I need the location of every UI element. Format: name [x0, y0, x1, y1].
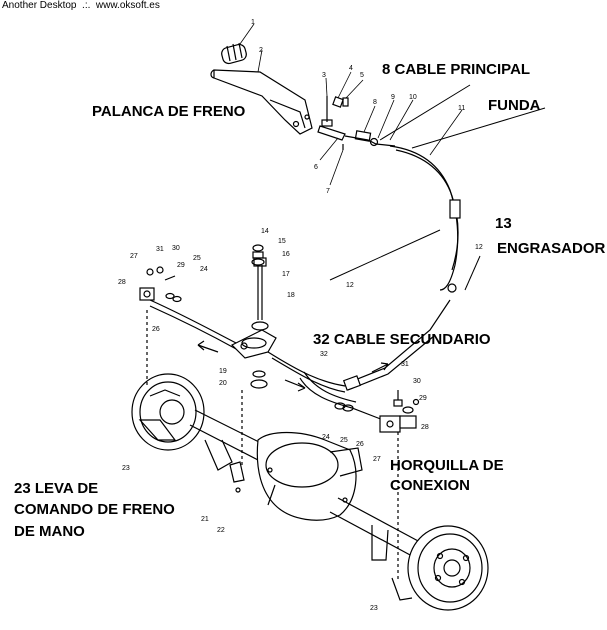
left-cable-end-parts	[139, 266, 182, 303]
secondary-cable-drawing	[149, 257, 451, 433]
callout-23-right: 23	[370, 605, 378, 612]
callout-29-bottom: 29	[419, 395, 427, 402]
callout-31-bottom: 31	[401, 361, 409, 368]
callout-25-bottom: 25	[340, 437, 348, 444]
label-horquilla-line2: CONEXION	[390, 477, 471, 494]
callout-3: 3	[322, 72, 326, 79]
callout-31-top: 31	[156, 246, 164, 253]
callout-8: 8	[373, 99, 377, 106]
callout-21: 21	[201, 516, 209, 523]
label-horquilla-line1: HORQUILLA DE	[390, 457, 504, 474]
label-leva-line3: DE MANO	[14, 523, 85, 540]
main-cable-sheath	[389, 145, 459, 291]
callout-16: 16	[282, 251, 290, 258]
callout-7: 7	[326, 188, 330, 195]
callout-19: 19	[219, 368, 227, 375]
label-leva-line1: 23 LEVA DE	[14, 480, 99, 497]
brake-lever-drawing	[210, 42, 396, 150]
callout-30-top: 30	[172, 245, 180, 252]
callout-9: 9	[391, 94, 395, 101]
callout-20: 20	[219, 380, 227, 387]
callout-11: 11	[458, 105, 465, 112]
callout-18: 18	[287, 292, 295, 299]
handle-grip	[221, 42, 247, 65]
callout-15: 15	[278, 238, 286, 245]
callout-12: 12	[346, 282, 354, 289]
label-leva-line2: COMANDO DE FRENO	[14, 501, 175, 518]
callout-32: 32	[320, 351, 328, 358]
callout-27-top: 27	[130, 253, 138, 260]
callout-25-top: 25	[193, 255, 201, 262]
callout-24-bottom: 24	[322, 434, 330, 441]
callout-29-top: 29	[177, 262, 185, 269]
label-cable-principal: 8 CABLE PRINCIPAL	[382, 61, 531, 78]
callout-12-top: 12	[475, 244, 483, 251]
label-palanca-de-freno: PALANCA DE FRENO	[92, 103, 246, 120]
label-engrasador: ENGRASADOR	[497, 240, 606, 257]
callout-6: 6	[314, 164, 318, 171]
callout-1: 1	[251, 19, 255, 26]
header-text: Another Desktop .:. www.oksoft.es	[2, 0, 160, 11]
callout-28-bottom: 28	[421, 424, 429, 431]
callout-2: 2	[259, 47, 263, 54]
callout-23-left: 23	[122, 465, 130, 472]
callout-17: 17	[282, 271, 290, 278]
callout-14: 14	[261, 228, 269, 235]
callout-24-top: 24	[200, 266, 208, 273]
callout-10: 10	[409, 94, 417, 101]
label-engrasador-number: 13	[495, 215, 512, 232]
right-cable-end-parts	[393, 390, 420, 429]
callout-4: 4	[349, 65, 353, 72]
dashed-lines	[146, 310, 399, 580]
callout-26-bottom: 26	[356, 441, 364, 448]
callout-26-top: 26	[152, 326, 160, 333]
label-cable-secundario: 32 CABLE SECUNDARIO	[313, 331, 491, 348]
callout-30-bottom: 30	[413, 378, 421, 385]
callout-27-bottom: 27	[373, 456, 381, 463]
callout-22: 22	[217, 527, 225, 534]
callout-28-top: 28	[118, 279, 126, 286]
label-funda: FUNDA	[488, 97, 541, 114]
nut-stack	[250, 244, 268, 389]
rear-axle-drawing	[131, 373, 489, 611]
callout-5: 5	[360, 72, 364, 79]
